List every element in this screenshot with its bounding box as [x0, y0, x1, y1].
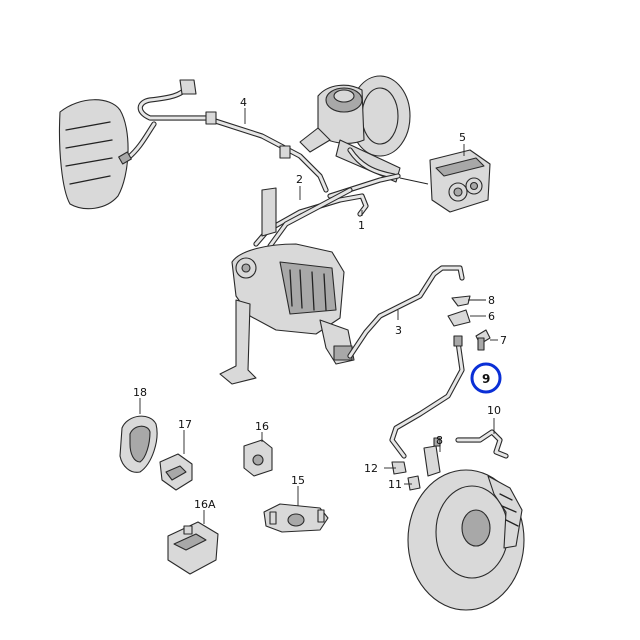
callout-1: 1 [358, 219, 365, 232]
callout-8-bottom: 8 [436, 434, 443, 447]
callout-3: 3 [395, 324, 402, 337]
callout-5: 5 [459, 131, 466, 144]
brake-line-3 [347, 265, 465, 359]
callout-10: 10 [487, 404, 501, 417]
callout-18: 18 [133, 386, 147, 399]
callout-8-top: 8 [488, 294, 495, 307]
relay-block-5 [429, 149, 491, 213]
bracket-17 [159, 453, 193, 491]
brake-hose-9 [389, 335, 465, 459]
wheel-housing-illustration [58, 99, 129, 210]
wiring-harness [118, 79, 329, 193]
callout-9: 9 [482, 372, 490, 386]
callout-12: 12 [364, 462, 378, 475]
callout-17: 17 [178, 418, 192, 431]
leader-lines [139, 108, 498, 524]
grommet-18 [119, 415, 158, 473]
callout-16: 16 [255, 420, 269, 433]
relay-16 [243, 439, 273, 477]
callout-6: 6 [488, 310, 495, 323]
wear-sensor-10 [455, 429, 509, 459]
abs-hydraulic-unit [219, 187, 355, 385]
brake-booster-master-cylinder [299, 75, 411, 183]
highlighted-callout-9[interactable]: 9 [470, 362, 502, 394]
fasteners-11-12 [391, 437, 441, 491]
highlight-ring [470, 362, 502, 394]
callout-2: 2 [296, 173, 303, 186]
sensor-15 [263, 503, 329, 533]
callout-labels: 4 5 2 1 3 8 6 7 10 8 12 11 18 17 16 15 1… [133, 96, 507, 511]
callout-7: 7 [500, 334, 507, 347]
callout-16a: 16A [194, 498, 216, 511]
callout-15: 15 [291, 474, 305, 487]
connector-module-16a [167, 521, 219, 575]
hose-bracket-6-8 [447, 295, 491, 351]
brake-disc [407, 469, 525, 611]
callout-11: 11 [388, 478, 402, 491]
callout-4: 4 [240, 96, 247, 109]
